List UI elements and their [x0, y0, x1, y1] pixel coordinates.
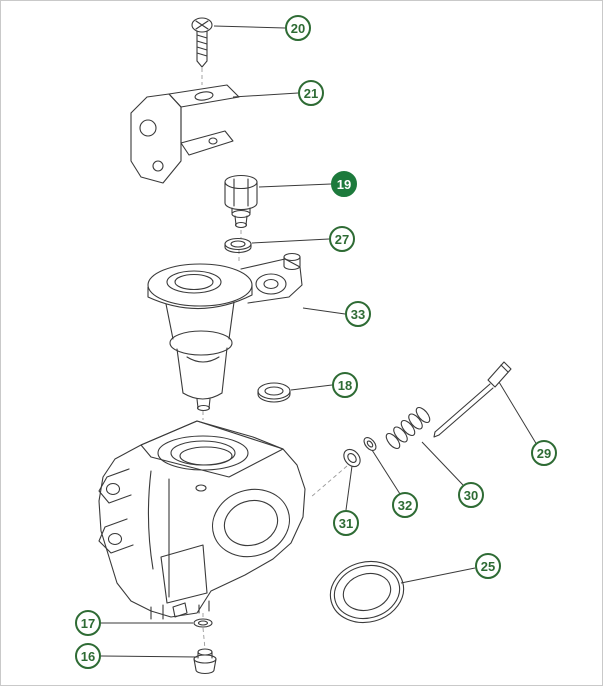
- callout-19: 19: [331, 171, 357, 197]
- part-seal-ring: [329, 560, 405, 624]
- part-o-ring: [257, 382, 291, 403]
- part-screw: [191, 17, 213, 68]
- callout-31: 31: [333, 510, 359, 536]
- part-spring: [385, 406, 431, 450]
- callout-30: 30: [458, 482, 484, 508]
- callout-17-label: 17: [80, 615, 96, 631]
- callout-25: 25: [475, 553, 501, 579]
- callout-20-label: 20: [290, 20, 306, 36]
- callout-31-label: 31: [338, 515, 354, 531]
- callout-33-label: 33: [350, 306, 366, 322]
- callout-25-label: 25: [480, 558, 496, 574]
- callout-18: 18: [332, 372, 358, 398]
- part-upper-body: [147, 252, 303, 412]
- assembly-centerlines: [201, 68, 348, 650]
- callout-20: 20: [285, 15, 311, 41]
- callout-21: 21: [298, 80, 324, 106]
- callout-19-label: 19: [336, 176, 352, 192]
- part-bracket: [130, 84, 240, 184]
- callout-16-label: 16: [80, 648, 96, 664]
- part-o-ring-small: [363, 437, 377, 451]
- part-plug: [193, 648, 217, 675]
- callout-30-label: 30: [463, 487, 479, 503]
- callout-leader-lines: [100, 25, 538, 658]
- callout-29-label: 29: [536, 445, 552, 461]
- part-valve-cap: [224, 174, 258, 229]
- part-lower-body: [98, 420, 306, 620]
- callout-17: 17: [75, 610, 101, 636]
- callout-27-label: 27: [334, 231, 350, 247]
- callout-32-label: 32: [397, 497, 413, 513]
- callout-32: 32: [392, 492, 418, 518]
- callout-21-label: 21: [303, 85, 319, 101]
- callout-16: 16: [75, 643, 101, 669]
- callout-33: 33: [345, 301, 371, 327]
- part-washer: [224, 237, 252, 254]
- part-retaining-ring: [343, 448, 361, 468]
- callout-29: 29: [531, 440, 557, 466]
- part-gasket-washer: [193, 618, 213, 628]
- part-needle-screw: [433, 361, 512, 438]
- callout-18-label: 18: [337, 377, 353, 393]
- callout-27: 27: [329, 226, 355, 252]
